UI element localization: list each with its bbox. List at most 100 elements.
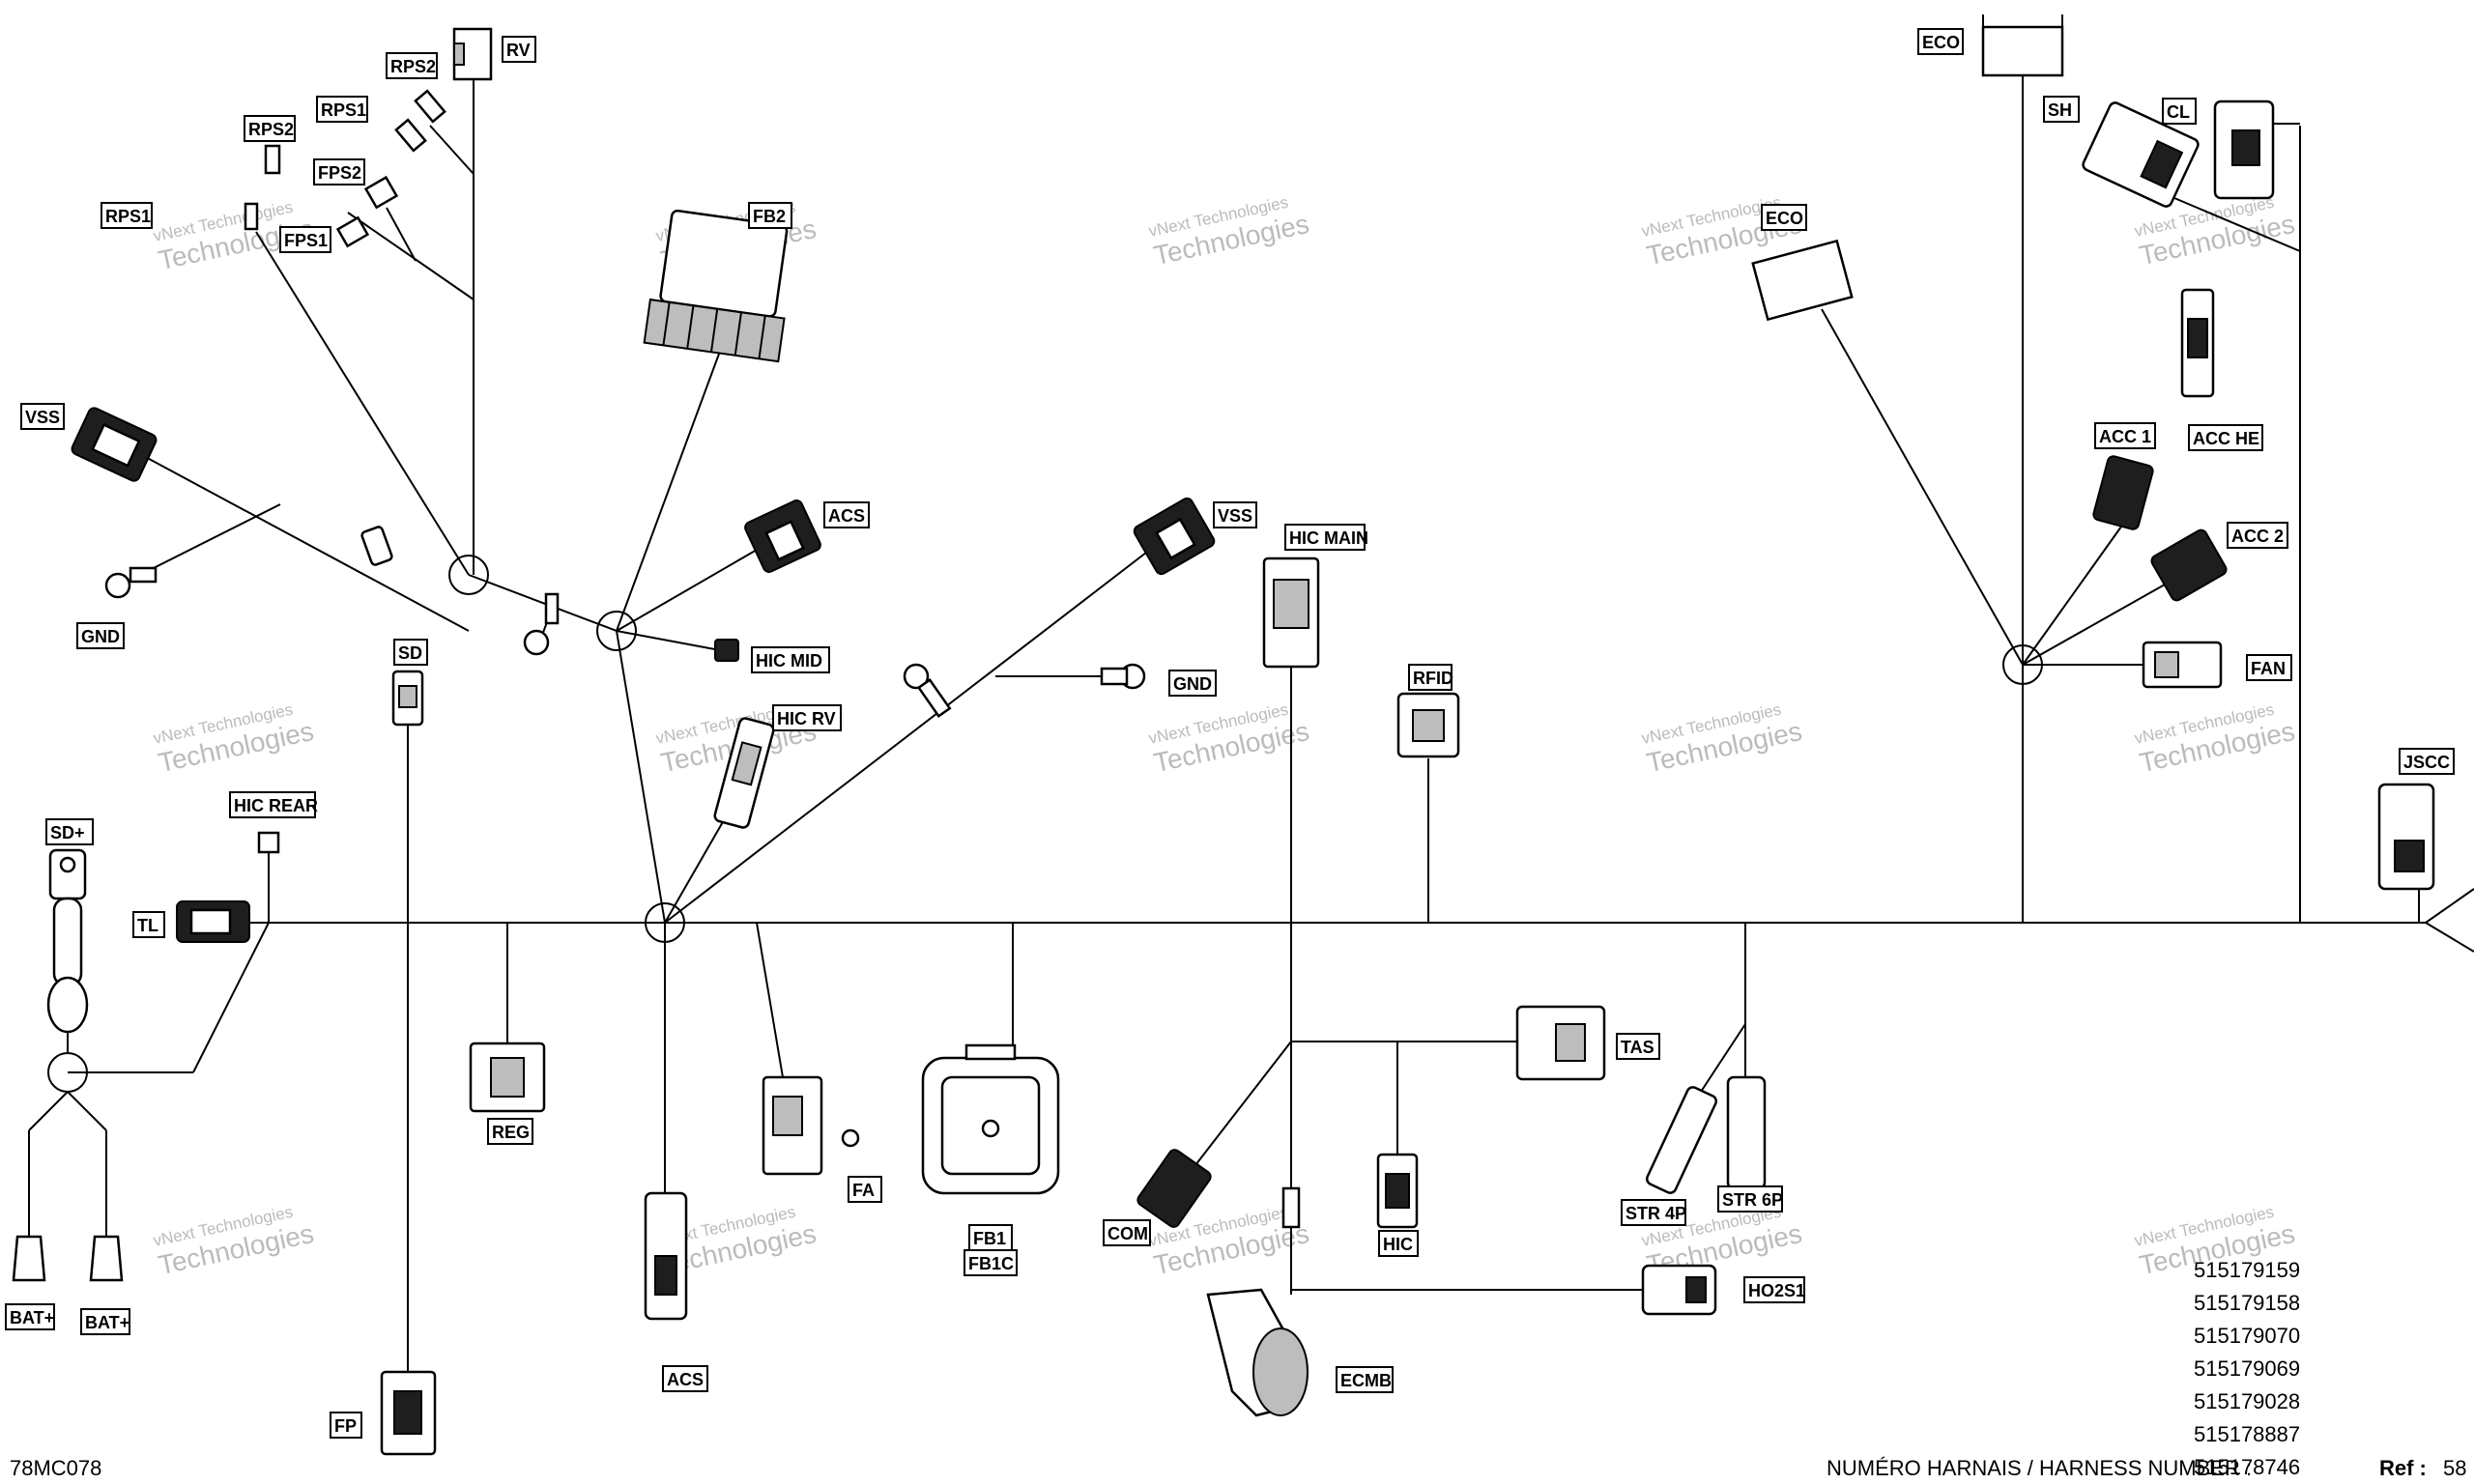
- label-ho2s1: HO2S1: [1743, 1276, 1805, 1303]
- label-ecmb: ECMB: [1336, 1366, 1394, 1393]
- fps2-branch: [386, 207, 417, 262]
- fan-connector-icon: [2142, 641, 2223, 689]
- acs-bottom-connector-icon: [644, 1191, 688, 1321]
- label-text: FB1C: [968, 1254, 1014, 1273]
- gnd-mid-ring-icon: [903, 663, 1146, 718]
- label-fb1c: FB1C: [964, 1249, 1018, 1276]
- label-text: TAS: [1621, 1038, 1654, 1057]
- rps1-terminal-icon: [394, 118, 427, 153]
- acc1-branch: [2022, 526, 2122, 666]
- cl-connector-icon: [2213, 100, 2275, 200]
- label-com: COM: [1103, 1219, 1151, 1246]
- ho2s1-connector-icon: [1641, 1264, 1717, 1316]
- hic-mid-branch: [616, 630, 721, 651]
- fp-connector-icon: [380, 1370, 437, 1456]
- vss-left-connector-icon: [71, 407, 158, 482]
- eco-top-device-icon: [1981, 14, 2064, 77]
- rps2-left-terminal-icon: [264, 144, 281, 175]
- label-text: FB2: [753, 207, 786, 226]
- label-text: FPS1: [284, 231, 328, 250]
- label-text: TL: [137, 916, 158, 935]
- label-gnd-mid: GND: [1168, 670, 1217, 697]
- fb1-fuse-block-icon: [921, 1043, 1060, 1195]
- label-text: SD+: [50, 823, 85, 842]
- label-fan: FAN: [2246, 654, 2292, 681]
- label-eco-top: ECO: [1917, 28, 1964, 55]
- label-sh: SH: [2043, 96, 2080, 123]
- label-text: RPS2: [248, 120, 294, 139]
- label-text: RV: [506, 41, 531, 60]
- gnd-ring-terminal-icon: [523, 592, 560, 656]
- label-acc2: ACC 2: [2227, 522, 2288, 549]
- label-rv: RV: [502, 36, 536, 63]
- label-fps1: FPS1: [279, 226, 331, 253]
- label-text: ACC 1: [2099, 427, 2151, 446]
- label-text: BAT+: [85, 1313, 129, 1332]
- splice-junction: [645, 902, 685, 943]
- fps1-connector-icon: [335, 215, 370, 248]
- label-hic-rear: HIC REAR: [229, 791, 318, 818]
- label-rps2-left: RPS2: [244, 115, 296, 142]
- com-branch: [1188, 1041, 1292, 1175]
- rps1-left-terminal-icon: [244, 202, 259, 231]
- rps1-left-branch: [255, 231, 470, 576]
- label-text: FP: [334, 1416, 357, 1436]
- fa-drop: [756, 922, 784, 1078]
- label-text: ACS: [828, 506, 865, 526]
- label-gnd-left: GND: [76, 622, 125, 649]
- label-text: ECMB: [1340, 1371, 1392, 1390]
- label-rfid: RFID: [1408, 664, 1453, 691]
- harness-number: 515178887: [2194, 1422, 2300, 1446]
- harness-number: 515178746: [2194, 1455, 2300, 1479]
- sh-branch: [2173, 197, 2301, 252]
- label-text: FB1: [973, 1229, 1006, 1248]
- label-text: VSS: [1218, 506, 1252, 526]
- label-sd-plus: SD+: [45, 818, 94, 845]
- label-bat-plus-right: BAT+: [80, 1308, 130, 1335]
- diagram-reference-code: 78MC078: [10, 1456, 101, 1480]
- label-text: RPS1: [321, 100, 366, 120]
- label-text: ECO: [1922, 33, 1960, 52]
- label-text: FA: [852, 1181, 875, 1200]
- junction-layer: [47, 555, 2043, 1093]
- label-fp: FP: [330, 1412, 362, 1439]
- label-text: FAN: [2251, 659, 2286, 678]
- gnd-left-ring-icon: [104, 566, 158, 599]
- splice-junction: [47, 1052, 88, 1093]
- acc2-connector-icon: [2150, 528, 2228, 602]
- label-text: HIC MAIN: [1289, 528, 1368, 548]
- label-text: RPS2: [390, 57, 436, 76]
- connector-layer: [12, 14, 2435, 1456]
- splice-link: [468, 574, 618, 632]
- label-text: SH: [2048, 100, 2072, 120]
- label-text: BAT+: [10, 1308, 54, 1327]
- splice-to-trunk: [616, 630, 666, 924]
- label-text: RFID: [1413, 669, 1453, 688]
- rfid-connector-icon: [1396, 692, 1460, 758]
- ref-value: 58: [2443, 1456, 2466, 1480]
- acc1-connector-icon: [2092, 455, 2154, 530]
- sd-connector-icon: [391, 670, 424, 727]
- trunk-end-lower: [2425, 922, 2474, 953]
- eco-mid-device-icon: [1751, 239, 1854, 322]
- label-text: VSS: [25, 408, 60, 427]
- harness-number: 515179028: [2194, 1389, 2300, 1413]
- label-text: COM: [1108, 1224, 1148, 1243]
- label-acc1: ACC 1: [2094, 422, 2156, 449]
- label-hic-main: HIC MAIN: [1284, 524, 1368, 551]
- label-hic: HIC: [1378, 1230, 1419, 1257]
- harness-number: 515179070: [2194, 1324, 2300, 1348]
- fb2-branch: [616, 337, 726, 632]
- label-acc-he: ACC HE: [2188, 424, 2263, 451]
- harness-number: 515179158: [2194, 1291, 2300, 1315]
- inline-fuse-icon: [360, 526, 393, 566]
- sh-terminal-icon: [2180, 288, 2215, 398]
- label-fb1: FB1: [968, 1224, 1013, 1251]
- sd-plus-feed: [192, 922, 270, 1073]
- sh-connector-icon: [2082, 101, 2200, 208]
- label-text: HO2S1: [1748, 1281, 1805, 1300]
- fps2-connector-icon: [363, 175, 399, 210]
- battery-fork-right: [67, 1091, 107, 1131]
- harness-number-caption: NUMÉRO HARNAIS / HARNESS NUMBER :: [1827, 1456, 2252, 1480]
